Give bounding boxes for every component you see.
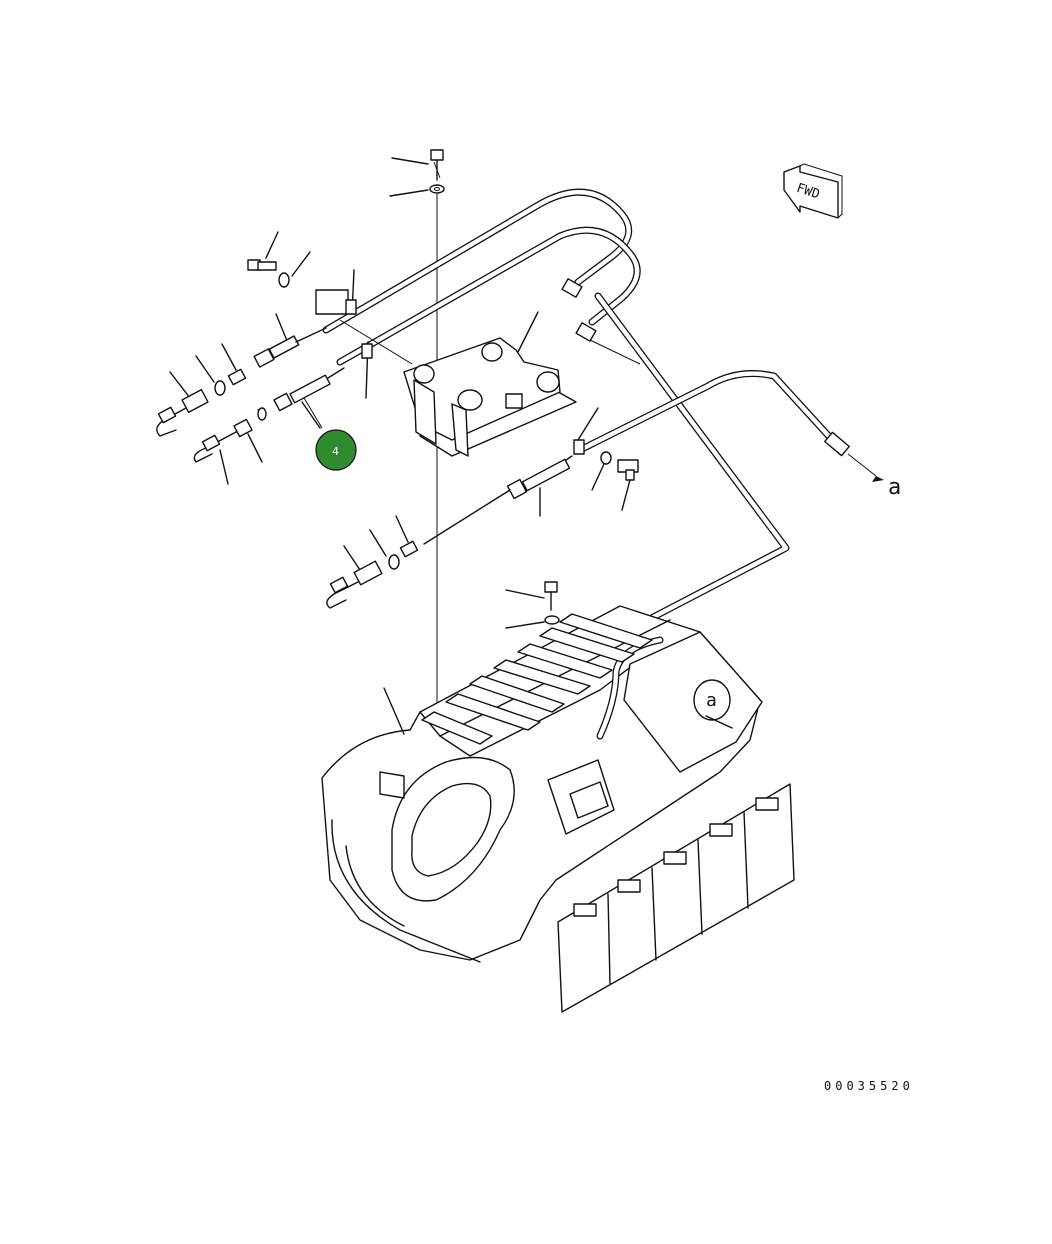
engine-clamp-blocks (421, 613, 653, 745)
right-hose-assembly: a (506, 370, 901, 517)
rear-pipe-run (594, 292, 790, 628)
engine-ref-label: a (706, 690, 717, 711)
connection-ref-label: a (888, 475, 901, 500)
top-washer-icon (389, 184, 445, 197)
mount-bracket (339, 311, 577, 457)
left-washer-icon (278, 251, 311, 288)
upper-pipe-loop (322, 188, 641, 366)
engine-bolt-icon (505, 581, 560, 629)
side-plates (557, 783, 795, 1013)
part-callout-4[interactable]: 4 (303, 397, 357, 471)
fwd-arrow-icon: FWD (783, 163, 843, 219)
upper-hose-assembly (253, 313, 327, 368)
drawing-number: 00035520 (824, 1079, 914, 1093)
pipe-clamp (315, 269, 373, 399)
callout-circle[interactable] (315, 429, 357, 471)
lower-left-fittings (326, 489, 511, 609)
callout-label: 4 (332, 445, 339, 458)
left-elbow-fittings (156, 343, 267, 485)
left-bolt-icon (247, 231, 279, 271)
fwd-label: FWD (794, 181, 821, 203)
pipe-end-fittings (561, 278, 641, 365)
top-bolt-icon (391, 149, 444, 181)
lower-hose-assembly (273, 367, 345, 429)
